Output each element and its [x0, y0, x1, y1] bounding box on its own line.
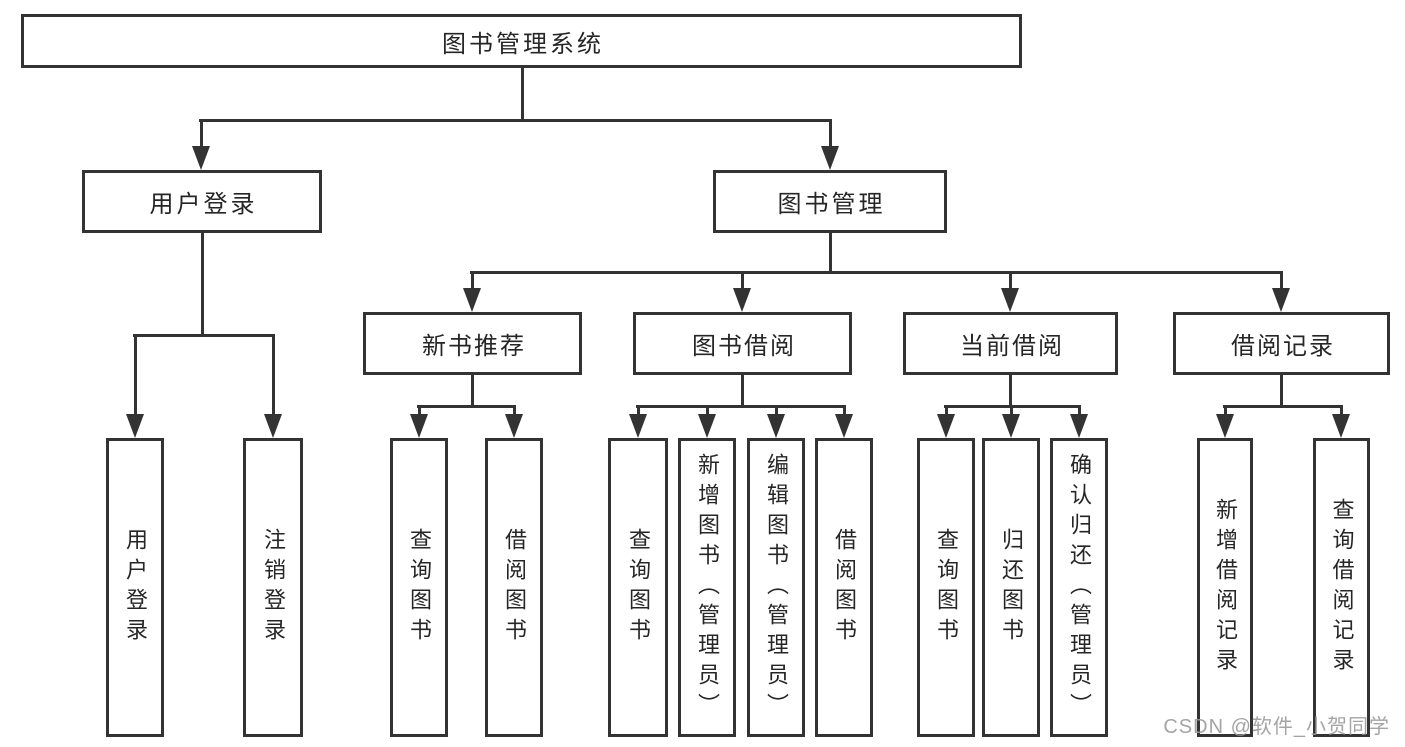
node-label: 归还图书	[999, 527, 1024, 648]
connector-line	[200, 233, 204, 336]
leaf-logout: 注销登录	[243, 438, 303, 737]
node-label: 借阅图书	[502, 527, 527, 648]
connector-line	[199, 118, 832, 122]
arrow-down-icon	[1002, 414, 1020, 438]
node-label: 查询借阅记录	[1329, 497, 1355, 678]
connector-line	[512, 406, 516, 418]
node-label: 新增图书（管理员）	[695, 452, 720, 723]
node-borrowing-records: 借阅记录	[1173, 312, 1390, 375]
connector-line	[740, 272, 744, 292]
arrow-down-icon	[821, 146, 839, 170]
arrow-down-icon	[937, 414, 955, 438]
connector-line	[636, 404, 846, 408]
connector-line	[636, 406, 640, 418]
connector-line	[133, 333, 275, 337]
arrow-down-icon	[1001, 288, 1019, 312]
node-label: 图书借阅	[692, 333, 796, 360]
connector-line	[271, 335, 275, 418]
arrow-down-icon	[126, 414, 144, 438]
connector-line	[1279, 375, 1283, 407]
connector-line	[705, 406, 709, 418]
leaf-user-login: 用户登录	[106, 438, 164, 737]
leaf-add-books-admin: 新增图书（管理员）	[678, 438, 736, 737]
node-book-borrowing: 图书借阅	[633, 312, 852, 375]
node-label: 注销登录	[261, 527, 286, 648]
node-label: 用户登录	[123, 527, 148, 648]
leaf-confirm-return-admin: 确认归还（管理员）	[1050, 438, 1108, 737]
connector-line	[944, 404, 1081, 408]
arrow-down-icon	[1216, 414, 1234, 438]
arrow-down-icon	[767, 414, 785, 438]
leaf-query-books-recommend: 查询图书	[390, 438, 448, 737]
connector-line	[944, 406, 948, 418]
node-book-management: 图书管理	[713, 170, 947, 233]
node-label: 查询图书	[626, 527, 651, 648]
arrow-down-icon	[505, 414, 523, 438]
node-label: 图书管理	[777, 191, 886, 218]
leaf-query-borrow-record: 查询借阅记录	[1313, 438, 1370, 737]
connector-line	[520, 68, 524, 120]
leaf-query-books-borrowing: 查询图书	[608, 438, 668, 737]
node-label: 新书推荐	[422, 333, 526, 360]
node-label: 用户登录	[149, 191, 258, 218]
node-label: 借阅记录	[1231, 333, 1335, 360]
connector-line	[1223, 404, 1343, 408]
node-label: 新增借阅记录	[1213, 497, 1238, 678]
leaf-borrow-books-recommend: 借阅图书	[485, 438, 543, 737]
node-label: 当前借阅	[960, 333, 1064, 360]
connector-line	[828, 120, 832, 150]
connector-line	[199, 120, 203, 150]
connector-line	[1008, 272, 1012, 292]
connector-line	[740, 375, 744, 407]
connector-line	[1009, 406, 1013, 418]
connector-line	[1339, 406, 1343, 418]
node-current-borrowing: 当前借阅	[903, 312, 1118, 375]
arrow-down-icon	[264, 414, 282, 438]
arrow-down-icon	[1272, 288, 1290, 312]
connector-line	[828, 233, 832, 273]
node-user-login: 用户登录	[82, 170, 322, 233]
node-label: 查询图书	[934, 527, 959, 648]
arrow-down-icon	[192, 146, 210, 170]
arrow-down-icon	[1332, 414, 1350, 438]
leaf-edit-books-admin: 编辑图书（管理员）	[747, 438, 805, 737]
watermark-text: CSDN @软件_小贺同学	[1163, 716, 1390, 738]
arrow-down-icon	[629, 414, 647, 438]
arrow-down-icon	[1070, 414, 1088, 438]
leaf-borrow-books-borrowing: 借阅图书	[815, 438, 873, 737]
leaf-add-borrow-record: 新增借阅记录	[1197, 438, 1253, 737]
connector-line	[1279, 272, 1283, 292]
connector-line	[1008, 375, 1012, 407]
connector-line	[133, 335, 137, 418]
node-new-book-recommendation: 新书推荐	[363, 312, 582, 375]
node-label: 图书管理系统	[442, 30, 604, 58]
arrow-down-icon	[835, 414, 853, 438]
arrow-down-icon	[698, 414, 716, 438]
arrow-down-icon	[410, 414, 428, 438]
connector-line	[774, 406, 778, 418]
connector-line	[1223, 406, 1227, 418]
node-label: 编辑图书（管理员）	[764, 452, 789, 723]
node-label: 查询图书	[407, 527, 432, 648]
connector-line	[1077, 406, 1081, 418]
connector-line	[417, 404, 516, 408]
leaf-return-books: 归还图书	[982, 438, 1040, 737]
connector-line	[470, 375, 474, 407]
connector-line	[470, 272, 474, 292]
connector-line	[417, 406, 421, 418]
leaf-query-books-current: 查询图书	[917, 438, 975, 737]
node-label: 借阅图书	[832, 527, 857, 648]
arrow-down-icon	[463, 288, 481, 312]
node-library-management-system: 图书管理系统	[21, 14, 1022, 68]
connector-line	[470, 270, 1283, 274]
node-label: 确认归还（管理员）	[1067, 452, 1092, 723]
arrow-down-icon	[733, 288, 751, 312]
connector-line	[842, 406, 846, 418]
